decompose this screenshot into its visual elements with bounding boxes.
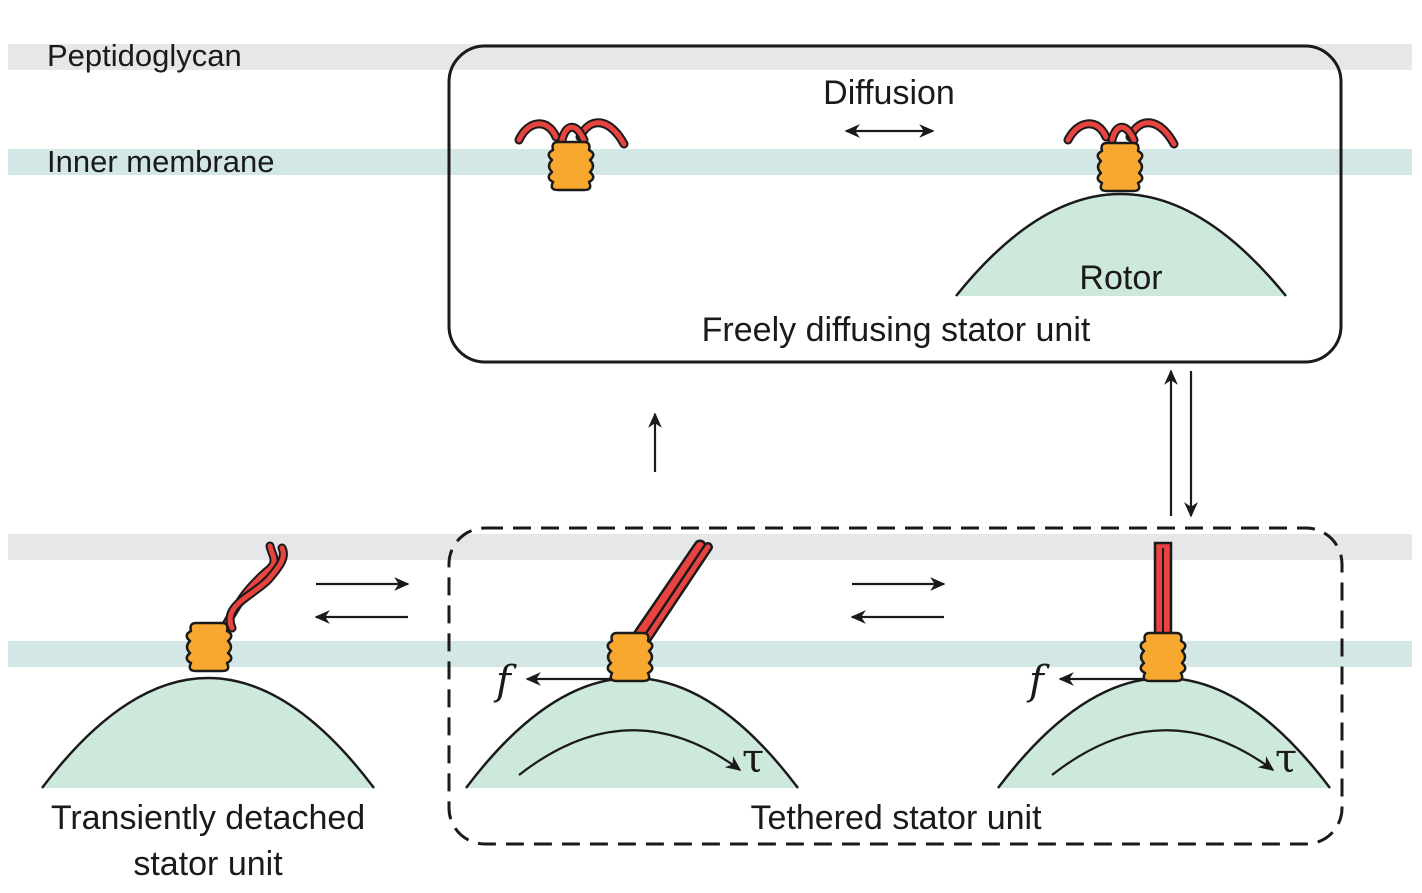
transient-label-line2: stator unit <box>133 845 283 883</box>
torque-arrow-1 <box>518 729 742 776</box>
free-stator-unit <box>514 118 629 192</box>
diffusion-label: Diffusion <box>823 74 955 112</box>
detached-stator-unit <box>185 541 288 673</box>
membrane-band-top <box>8 149 1412 175</box>
torque-arrow-2 <box>1051 729 1275 776</box>
peptidoglycan-band-top <box>8 44 1412 70</box>
rotor-label: Rotor <box>1079 259 1162 297</box>
freely-diffusing-box <box>447 44 1343 364</box>
torque-symbol-1: τ <box>742 736 764 782</box>
docked-stator-unit <box>1063 118 1179 193</box>
tethered-stator-tilted <box>606 539 713 683</box>
inner-membrane-label: Inner membrane <box>47 144 274 179</box>
peptidoglycan-label: Peptidoglycan <box>47 38 242 73</box>
torque-symbol-2: τ <box>1275 736 1297 782</box>
tethered-label: Tethered stator unit <box>750 799 1042 837</box>
tethered-stator-upright <box>1139 541 1187 683</box>
freely-diffusing-label: Freely diffusing stator unit <box>702 311 1091 349</box>
transient-label-line1: Transiently detached <box>51 799 365 837</box>
